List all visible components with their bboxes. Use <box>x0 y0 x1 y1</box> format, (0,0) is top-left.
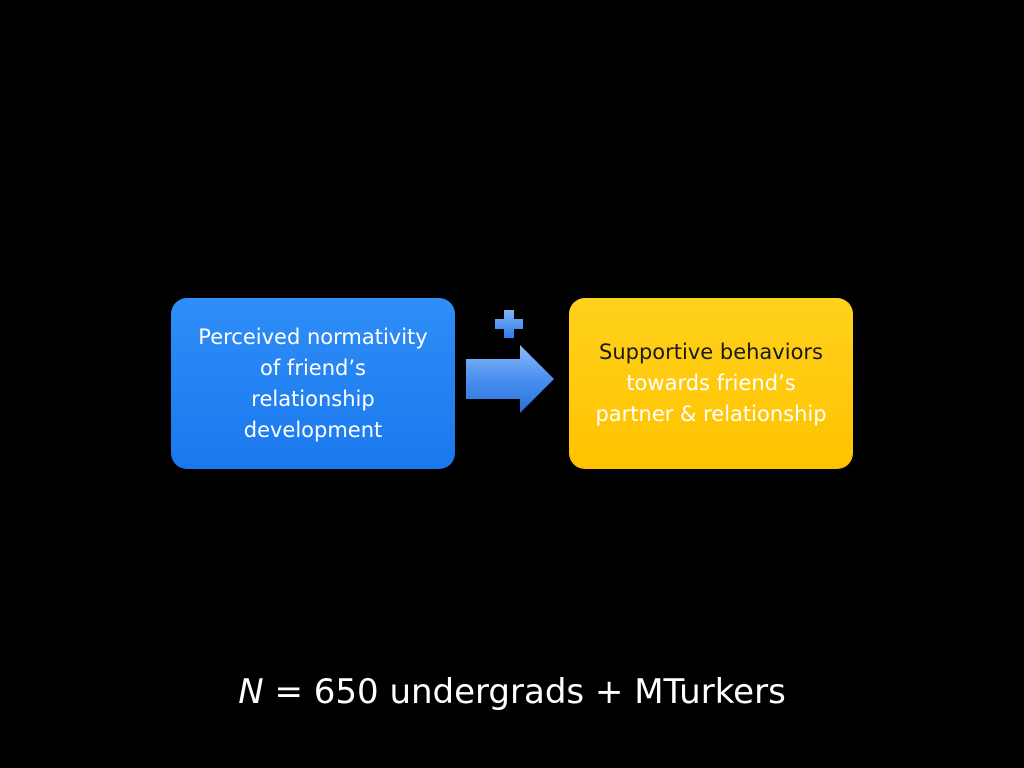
predictor-label: Perceived normativity of friend’s relati… <box>198 324 428 442</box>
sample-size-text: = 650 undergrads + MTurkers <box>263 672 786 712</box>
plus-icon <box>495 310 523 338</box>
outcome-box: Supportive behaviors towards friend’s pa… <box>569 298 853 469</box>
arrow-right-icon <box>466 345 554 413</box>
outcome-label: Supportive behaviors towards friend’s pa… <box>595 337 826 430</box>
outcome-label-rest: towards friend’s partner & relationship <box>595 371 827 426</box>
sample-size-variable: N <box>238 672 264 712</box>
sample-caption: N = 650 undergrads + MTurkers <box>0 668 1024 716</box>
predictor-box: Perceived normativity of friend’s relati… <box>171 298 455 469</box>
outcome-label-line1: Supportive behaviors <box>599 340 823 364</box>
